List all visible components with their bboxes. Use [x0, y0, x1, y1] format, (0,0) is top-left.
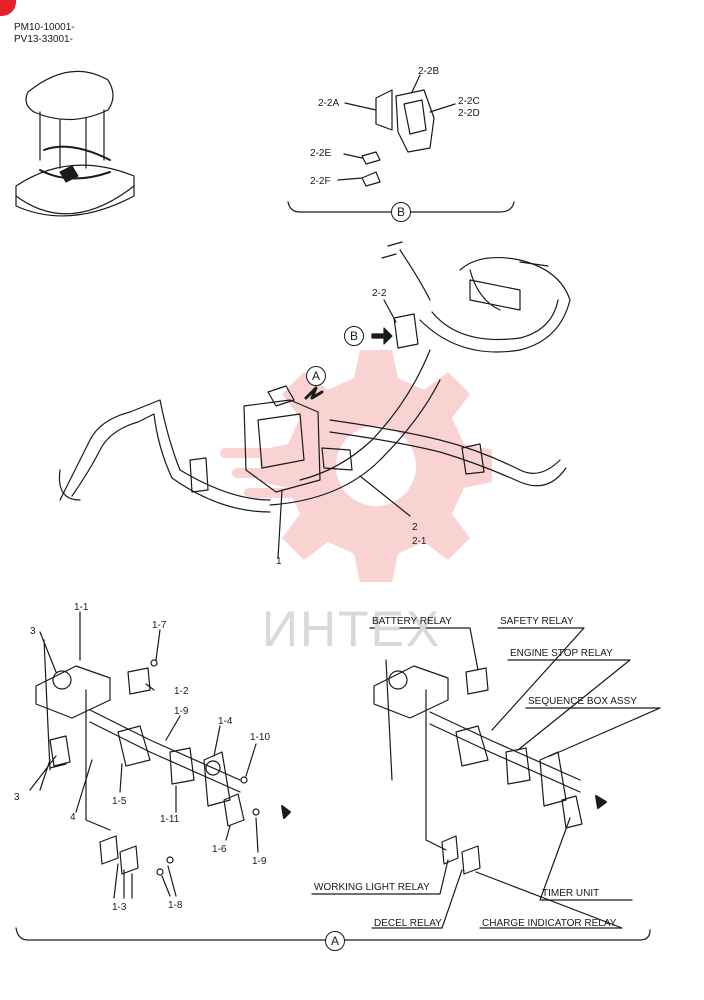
label-1-8: 1-8 — [168, 900, 183, 911]
serial-range-1: PM10-10001- — [14, 22, 75, 33]
arrow-a-icon — [304, 386, 324, 400]
relay-location-view — [373, 659, 607, 875]
label-1-9-a: 1-9 — [174, 706, 189, 717]
label-2: 2 — [412, 522, 418, 533]
label-1-7: 1-7 — [152, 620, 167, 631]
machine-thumbnail — [15, 70, 135, 217]
label-1-6: 1-6 — [212, 844, 227, 855]
label-1-3: 1-3 — [112, 902, 127, 913]
label-working-light-relay: WORKING LIGHT RELAY — [314, 882, 430, 893]
label-1-1: 1-1 — [74, 602, 89, 613]
label-1-5: 1-5 — [112, 796, 127, 807]
view-a-marker: A — [325, 931, 345, 951]
serial-range-2: PV13-33001- — [14, 34, 73, 45]
exploded-view-parts — [35, 639, 291, 876]
arrow-b-icon — [371, 327, 393, 345]
label-2-2: 2-2 — [372, 288, 387, 299]
label-3-bottom: 3 — [14, 792, 20, 803]
label-sequence-box-assy: SEQUENCE BOX ASSY — [528, 696, 637, 707]
relay-block-main — [189, 299, 485, 559]
label-engine-stop-relay: ENGINE STOP RELAY — [510, 648, 613, 659]
label-2-2D: 2-2D — [458, 108, 480, 119]
view-a-callout: A — [306, 366, 326, 386]
view-b-fuse-box — [287, 74, 515, 213]
label-timer-unit: TIMER UNIT — [542, 888, 600, 899]
view-b-marker: B — [391, 202, 411, 222]
label-2-2B: 2-2B — [418, 66, 440, 77]
label-2-1: 2-1 — [412, 536, 427, 547]
label-1: 1 — [276, 556, 282, 567]
label-4: 4 — [70, 812, 76, 823]
label-1-11: 1-11 — [160, 814, 180, 825]
label-1-9-b: 1-9 — [252, 856, 267, 867]
label-1-2: 1-2 — [174, 686, 189, 697]
label-2-2A: 2-2A — [318, 98, 340, 109]
watermark-text: ИНТЕХ — [262, 601, 442, 657]
watermark-gear-icon — [220, 350, 492, 582]
view-b-callout: B — [344, 326, 364, 346]
label-2-2E: 2-2E — [310, 148, 332, 159]
main-harness — [58, 241, 571, 513]
label-decel-relay: DECEL RELAY — [374, 918, 442, 929]
leader-lines-right — [311, 627, 661, 929]
label-3-top: 3 — [30, 626, 36, 637]
label-2-2F: 2-2F — [310, 176, 331, 187]
label-battery-relay: BATTERY RELAY — [372, 616, 452, 627]
label-1-4: 1-4 — [218, 716, 233, 727]
label-charge-indicator-relay: CHARGE INDICATOR RELAY — [482, 918, 617, 929]
label-1-10: 1-10 — [250, 732, 271, 743]
label-safety-relay: SAFETY RELAY — [500, 616, 574, 627]
leader-lines-left — [29, 611, 259, 899]
view-a-bracket — [15, 927, 651, 941]
label-2-2C: 2-2C — [458, 96, 480, 107]
